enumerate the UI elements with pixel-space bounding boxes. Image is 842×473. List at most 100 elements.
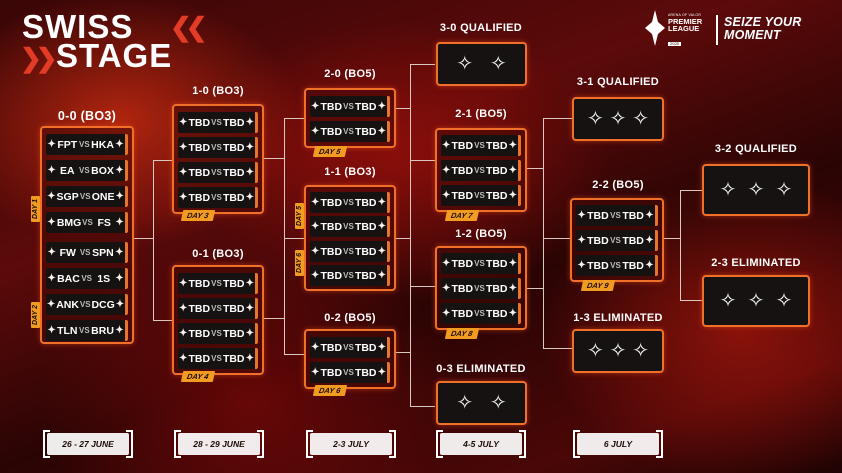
diamond-star-icon: ✧ [719,290,737,312]
vs-label: VS [474,141,485,150]
team-logo-icon: ✦ [442,283,451,294]
team-name: TBD [188,116,211,129]
round-label-0-2: 0-2 (BO5) [324,312,376,324]
vs-label: VS [343,102,354,111]
day-tag: DAY 5 [312,146,348,157]
connector [410,286,435,287]
vs-label: VS [343,198,354,207]
round-label-1-2: 1-2 (BO5) [455,228,507,240]
connector [543,238,572,239]
vs-label: VS [211,354,222,363]
team-name: TBD [188,277,211,290]
match-row[interactable]: ✦ BAC VS 1S ✦ [46,268,128,289]
team-logo-icon: ✦ [442,308,451,319]
match-row[interactable]: ✦ BMG VS FS ✦ [46,212,128,233]
team-logo-icon: ✦ [377,367,386,378]
team-logo-icon: ✦ [179,353,188,364]
team-name: TBD [222,166,245,179]
team-name: TBD [354,220,377,233]
league-logo-text: ARENA OF VALOR PREMIER LEAGUE 2025 [668,13,714,49]
qualified-3-1-box: ✧ ✧ ✧ [572,97,664,141]
diamond-star-icon: ✧ [456,392,474,414]
round-label-2-1: 2-1 (BO5) [455,108,507,120]
day-tag: DAY 5 [295,203,304,229]
team-logo-icon: ✦ [179,303,188,314]
team-logo-icon: ✦ [311,221,320,232]
team-logo-icon: ✦ [377,270,386,281]
match-row[interactable]: ✦ TLN VS BRU ✦ [46,320,128,341]
day-tag: DAY 4 [180,371,216,382]
match-row[interactable]: ✦ EA VS BOX ✦ [46,160,128,181]
match-row[interactable]: ✦ FW VS SPN ✦ [46,242,128,263]
date-label: 6 JULY [573,430,663,458]
vs-label: VS [343,343,354,352]
vs-label: VS [79,166,90,175]
connector [410,286,411,406]
team-logo-icon: ✦ [245,192,254,203]
match-row[interactable]: ✦ ANK VS DCG ✦ [46,294,128,315]
team-logo-icon: ✦ [442,165,451,176]
team-name: TBD [188,141,211,154]
connector [396,352,410,353]
team-logo-icon: ✦ [311,101,320,112]
connector [264,318,284,319]
team-name: TBD [320,220,343,233]
team-logo-icon: ✦ [377,126,386,137]
team-name: TBD [485,282,508,295]
team-name: TBD [188,327,211,340]
team-name: TBD [354,125,377,138]
vs-label: VS [82,218,93,227]
team-logo-icon: ✦ [508,283,517,294]
logo-divider [716,15,718,45]
team-name: TBD [222,352,245,365]
team-name: 1S [97,272,111,285]
connector [264,158,284,159]
team-name: TBD [354,245,377,258]
league-year-label: 2025 [668,41,681,47]
match-row[interactable]: ✦ SGP VS ONE ✦ [46,186,128,207]
team-name: TBD [485,189,508,202]
team-name: FS [97,216,111,229]
vs-label: VS [79,192,91,201]
match-row[interactable]: ✦ FPT VS HKA ✦ [46,134,128,155]
day-tag: DAY 6 [312,385,348,396]
vs-label: VS [79,248,91,257]
round-label-1-1: 1-1 (BO3) [324,166,376,178]
team-logo-icon: ✦ [577,260,586,271]
connector [153,320,172,321]
diamond-star-icon: ✧ [489,392,507,414]
day-tag: DAY 6 [295,250,304,276]
team-logo-icon: ✦ [508,140,517,151]
team-name: TBD [320,341,343,354]
vs-label: VS [211,304,222,313]
connector [410,406,435,407]
team-name: TBD [354,100,377,113]
